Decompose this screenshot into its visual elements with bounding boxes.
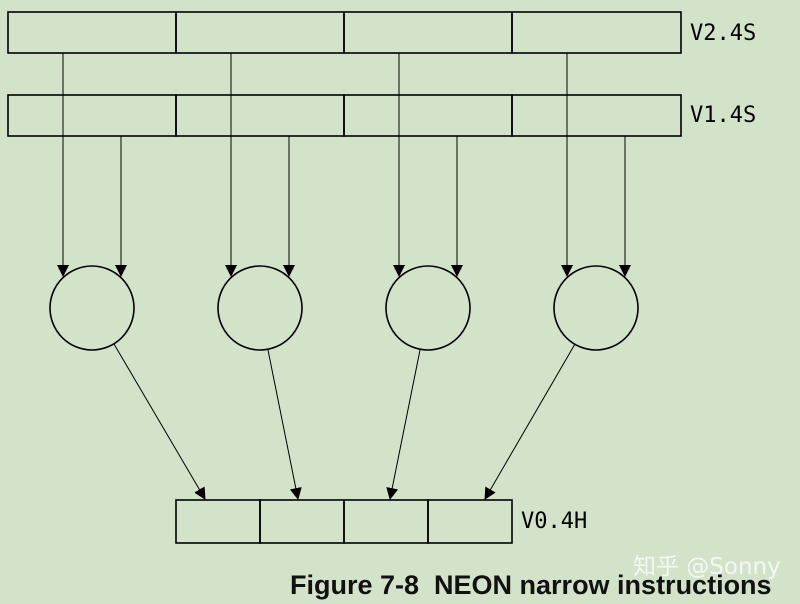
register-label-v1: V1.4S <box>690 103 756 128</box>
register-lane <box>175 11 345 54</box>
arrow <box>113 343 206 500</box>
input-arrows-v2 <box>57 53 573 277</box>
input-arrows-v1 <box>115 136 631 277</box>
register-label-v0: V0.4H <box>521 509 587 534</box>
register-lane <box>511 11 682 54</box>
watermark-text: 知乎 @Sonny <box>633 554 781 580</box>
register-lane <box>343 94 513 137</box>
operation-circle <box>385 265 471 351</box>
register-lane <box>343 499 429 544</box>
operation-circle <box>217 265 303 351</box>
operation-circles <box>49 265 639 351</box>
figure-caption: Figure 7-8 NEON narrow instructions <box>290 570 772 600</box>
register-lane <box>259 499 345 544</box>
arrow <box>484 343 576 500</box>
arrow <box>267 349 302 500</box>
operation-circle <box>49 265 135 351</box>
register-v0-4h: V0.4H <box>175 499 587 544</box>
register-lane <box>175 499 261 544</box>
register-lane <box>7 11 177 54</box>
register-v2-4s: V2.4S <box>7 11 756 54</box>
register-lane <box>427 499 513 544</box>
register-lane <box>511 94 682 137</box>
output-arrows <box>113 343 576 500</box>
register-lane <box>343 11 513 54</box>
register-lane <box>7 94 177 137</box>
register-label-v2: V2.4S <box>690 21 756 46</box>
arrow <box>386 349 421 500</box>
register-v1-4s: V1.4S <box>7 94 756 137</box>
register-lane <box>175 94 345 137</box>
operation-circle <box>553 265 639 351</box>
